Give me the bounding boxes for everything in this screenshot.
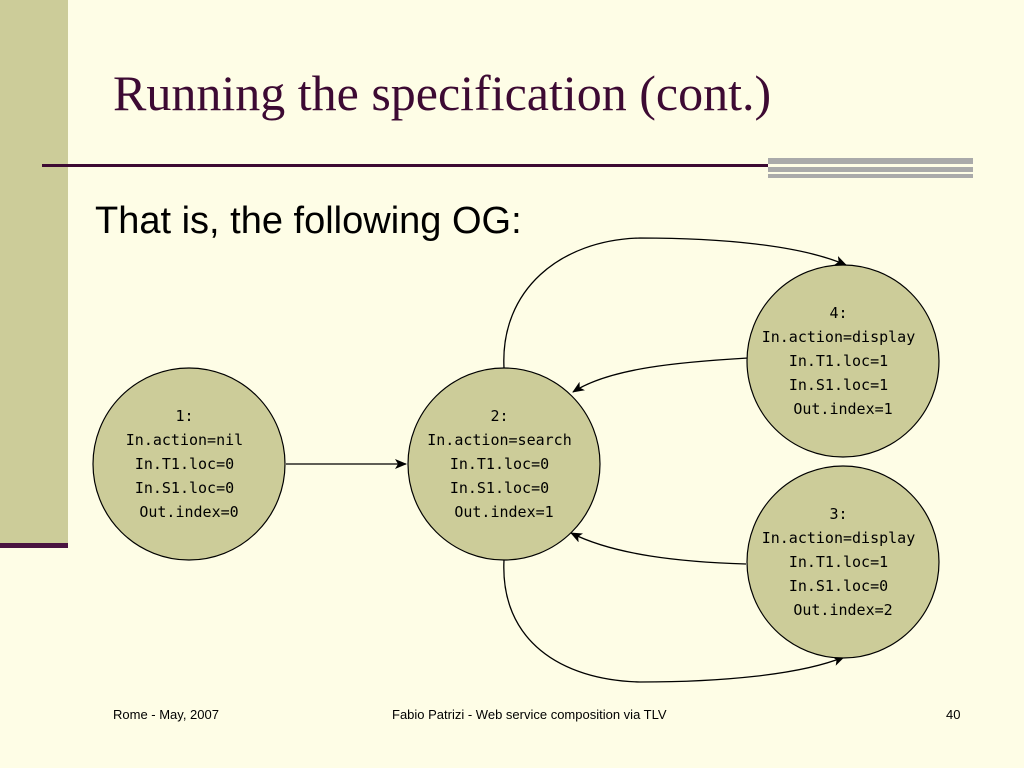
svg-text:4: In.action=display: 4: In.action=display In.T1.loc=1 In.S1.l… <box>762 304 925 418</box>
title-divider <box>42 164 772 167</box>
state-2-line: Out.index=1 <box>454 503 553 521</box>
edge-4-to-2 <box>572 357 749 393</box>
side-accent-foot <box>0 543 68 548</box>
state-4-line: Out.index=1 <box>793 400 892 418</box>
footer-author-topic: Fabio Patrizi - Web service composition … <box>392 707 667 722</box>
state-2-line: 2: <box>490 407 508 425</box>
slide-title: Running the specification (cont.) <box>113 65 772 121</box>
slide-subtitle: That is, the following OG: <box>95 200 522 242</box>
state-3-line: In.S1.loc=0 <box>789 577 888 595</box>
state-1-line: In.action=nil <box>126 431 243 449</box>
state-node-4: 4: In.action=display In.T1.loc=1 In.S1.l… <box>746 264 940 458</box>
svg-text:1: In.action=nil I: 1: In.action=nil In.T1.loc=0 In.S1.loc=0… <box>126 407 252 521</box>
title-divider-accent <box>768 158 973 178</box>
state-1-line: In.T1.loc=0 <box>135 455 234 473</box>
edge-2-to-4 <box>503 237 847 369</box>
state-4-line: In.S1.loc=1 <box>789 376 888 394</box>
state-3-line: In.T1.loc=1 <box>789 553 888 571</box>
edge-3-to-2 <box>570 532 747 565</box>
edge-2-to-3 <box>503 559 845 683</box>
state-4-line: 4: <box>829 304 847 322</box>
footer-page-number: 40 <box>946 707 961 722</box>
state-4-line: In.action=display <box>762 328 916 346</box>
state-1-line: Out.index=0 <box>139 503 238 521</box>
state-2-line: In.T1.loc=0 <box>450 455 549 473</box>
svg-text:2: In.action=search: 2: In.action=search In.T1.loc=0 In.S1.lo… <box>427 407 581 521</box>
state-2-line: In.action=search <box>427 431 572 449</box>
state-3-line: Out.index=2 <box>793 601 892 619</box>
state-3-line: In.action=display <box>762 529 916 547</box>
state-3-line: 3: <box>829 505 847 523</box>
state-1-line: 1: <box>175 407 193 425</box>
footer-location-date: Rome - May, 2007 <box>113 707 219 722</box>
state-node-2: 2: In.action=search In.T1.loc=0 In.S1.lo… <box>407 367 601 561</box>
state-1-line: In.S1.loc=0 <box>135 479 234 497</box>
side-accent-bar <box>0 0 68 545</box>
state-2-line: In.S1.loc=0 <box>450 479 549 497</box>
svg-text:3: In.action=display: 3: In.action=display In.T1.loc=1 In.S1.l… <box>762 505 925 619</box>
state-node-1: 1: In.action=nil In.T1.loc=0 In.S1.loc=0… <box>92 367 286 561</box>
state-4-line: In.T1.loc=1 <box>789 352 888 370</box>
state-node-3: 3: In.action=display In.T1.loc=1 In.S1.l… <box>746 465 940 659</box>
